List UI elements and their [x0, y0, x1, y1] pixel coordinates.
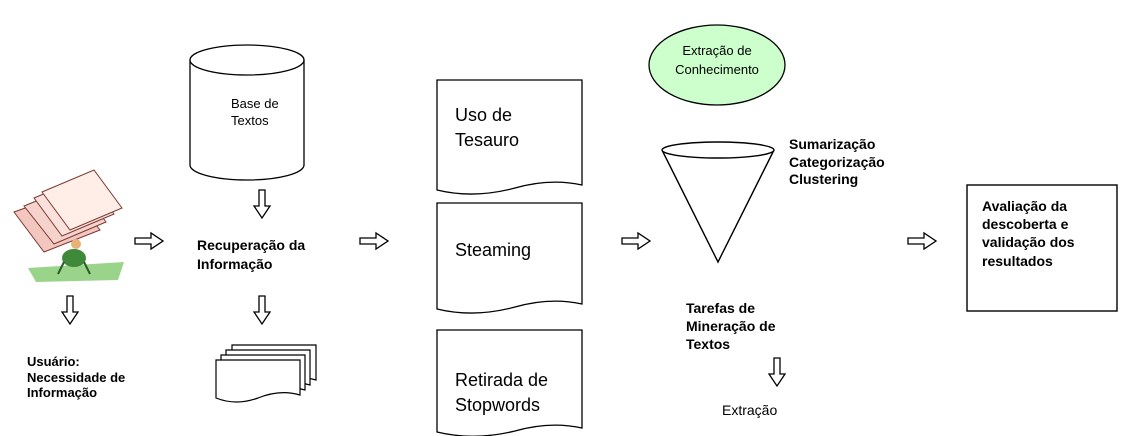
- arrow-down-retrieval: [253, 295, 271, 325]
- database-label-line: Textos: [231, 112, 269, 128]
- mining-tasks-label-line: Tarefas de: [686, 300, 755, 316]
- arrow-right-3: [621, 232, 651, 250]
- stopwords-label-line: Retirada de: [455, 370, 549, 390]
- mining-task-item: Sumarização: [789, 136, 876, 152]
- arrow-down-db: [253, 189, 271, 219]
- thesaurus-document: [436, 79, 583, 195]
- evaluation-box: [966, 184, 1118, 312]
- arrow-down-extraction: [768, 357, 786, 387]
- database-cylinder-icon: [189, 44, 305, 181]
- knowledge-ellipse: [648, 24, 786, 106]
- mining-tasks-label-line: Mineração de: [686, 318, 776, 335]
- arrow-right-4: [907, 232, 937, 250]
- evaluation-label-line: validação dos: [982, 234, 1075, 251]
- arrow-down-user: [61, 295, 79, 325]
- mining-tasks-list: Sumarização Categorização Clustering: [789, 136, 885, 189]
- documents-stack-icon: [215, 344, 317, 403]
- mining-task-item: Clustering: [789, 171, 859, 187]
- thesaurus-label-line: Tesauro: [455, 130, 520, 151]
- funnel-icon: [661, 141, 775, 264]
- user-clipart-icon: [13, 169, 124, 282]
- stopwords-label-line: Stopwords: [455, 395, 541, 416]
- thesaurus-label-line: Uso de: [455, 105, 513, 125]
- knowledge-label: Extração de Conhecimento: [649, 42, 785, 80]
- mining-tasks-label-line: Textos: [686, 336, 731, 353]
- retrieval-label-line: Recuperação da: [197, 237, 306, 253]
- user-label-line: Informação: [27, 385, 98, 401]
- thesaurus-label: Uso de Tesauro: [455, 103, 519, 153]
- user-label-line: Usuário:: [27, 354, 80, 369]
- arrow-right-1: [134, 232, 164, 250]
- stemming-document: [436, 202, 583, 314]
- evaluation-label-line: descoberta e: [982, 216, 1069, 233]
- mining-tasks-label: Tarefas de Mineração de Textos: [686, 299, 775, 354]
- stemming-label: Steaming: [455, 240, 532, 260]
- extraction-label: Extração: [722, 402, 778, 418]
- mining-task-item: Categorização: [789, 153, 885, 170]
- user-label-line: Necessidade de: [27, 369, 126, 385]
- stopwords-label: Retirada de Stopwords: [455, 368, 548, 418]
- database-label-line: Base de: [231, 96, 279, 111]
- stopwords-document: [436, 329, 583, 436]
- database-label: Base de Textos: [231, 96, 279, 130]
- evaluation-label-line: Avaliação da: [982, 198, 1068, 214]
- knowledge-label-line: Extração de: [682, 43, 752, 58]
- retrieval-label-line: Informação: [197, 255, 273, 272]
- evaluation-label: Avaliação da descoberta e validação dos …: [982, 197, 1075, 270]
- evaluation-label-line: resultados: [982, 252, 1053, 269]
- retrieval-label: Recuperação da Informação: [197, 236, 305, 274]
- user-label: Usuário: Necessidade de Informação: [27, 354, 125, 401]
- knowledge-label-line: Conhecimento: [675, 61, 759, 77]
- arrow-right-2: [359, 232, 389, 250]
